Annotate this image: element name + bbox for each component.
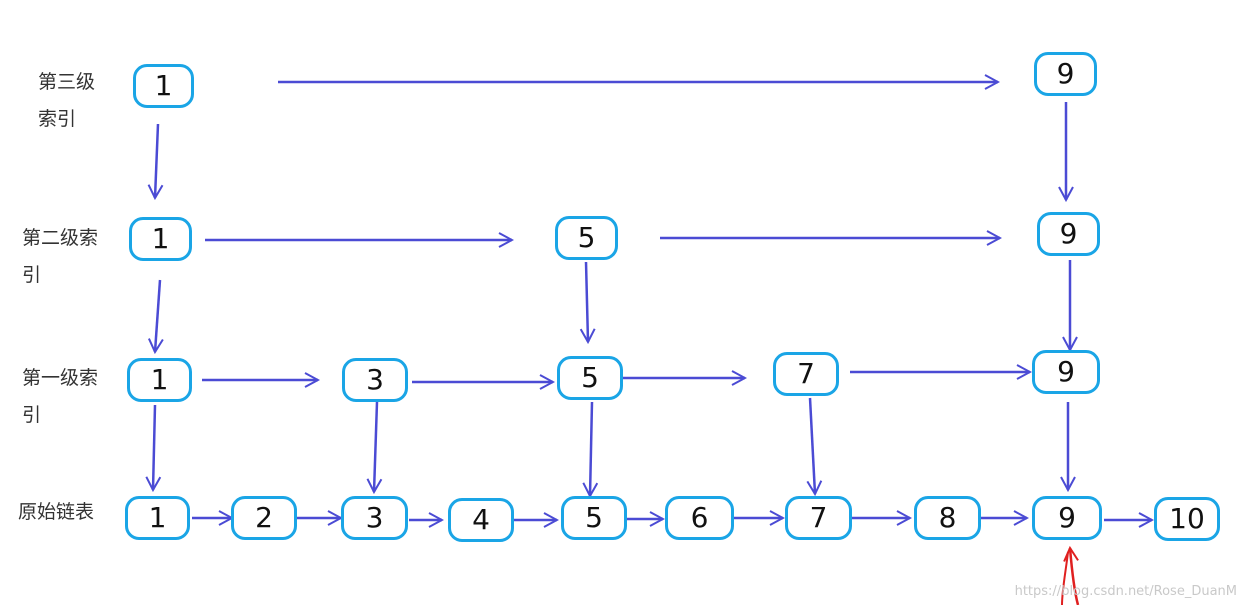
node-base-6: 6	[665, 496, 734, 540]
arrow-l1-down-5	[590, 401, 592, 496]
node-base-8: 8	[914, 496, 981, 540]
level-label-1: 第一级索引	[22, 367, 99, 426]
node-l3-1: 1	[133, 64, 194, 108]
node-base-9: 9	[1032, 496, 1102, 540]
arrow-l1-down-3	[374, 401, 377, 492]
arrow-l3-down-1	[155, 123, 158, 198]
node-l1-1: 1	[127, 358, 192, 402]
node-base-2: 2	[231, 496, 297, 540]
node-base-4: 4	[448, 498, 514, 542]
node-l1-7: 7	[773, 352, 839, 396]
red-pointer-arrow	[1070, 548, 1080, 605]
arrow-l1-down-1	[153, 404, 155, 490]
node-l2-9: 9	[1037, 212, 1100, 256]
node-l3-9: 9	[1034, 52, 1097, 96]
node-l1-5: 5	[557, 356, 623, 400]
node-l1-9: 9	[1032, 350, 1100, 394]
level-label-base: 原始链表	[18, 501, 95, 523]
node-base-5: 5	[561, 496, 627, 540]
level-label-3: 第三级索引	[38, 71, 96, 130]
level-label-2: 第二级索引	[22, 227, 99, 286]
node-l1-3: 3	[342, 358, 408, 402]
arrow-l2-down-1	[155, 279, 160, 352]
node-base-1: 1	[125, 496, 190, 540]
arrow-l1-down-7	[810, 397, 815, 494]
node-base-7: 7	[785, 496, 852, 540]
node-base-3: 3	[341, 496, 408, 540]
red-pointer-stroke	[1061, 551, 1069, 605]
watermark-text: https://blog.csdn.net/Rose_DuanM	[1014, 584, 1237, 599]
node-l2-1: 1	[129, 217, 192, 261]
node-base-10: 10	[1154, 497, 1220, 541]
node-l2-5: 5	[555, 216, 618, 260]
arrow-l2-down-5	[586, 261, 588, 342]
